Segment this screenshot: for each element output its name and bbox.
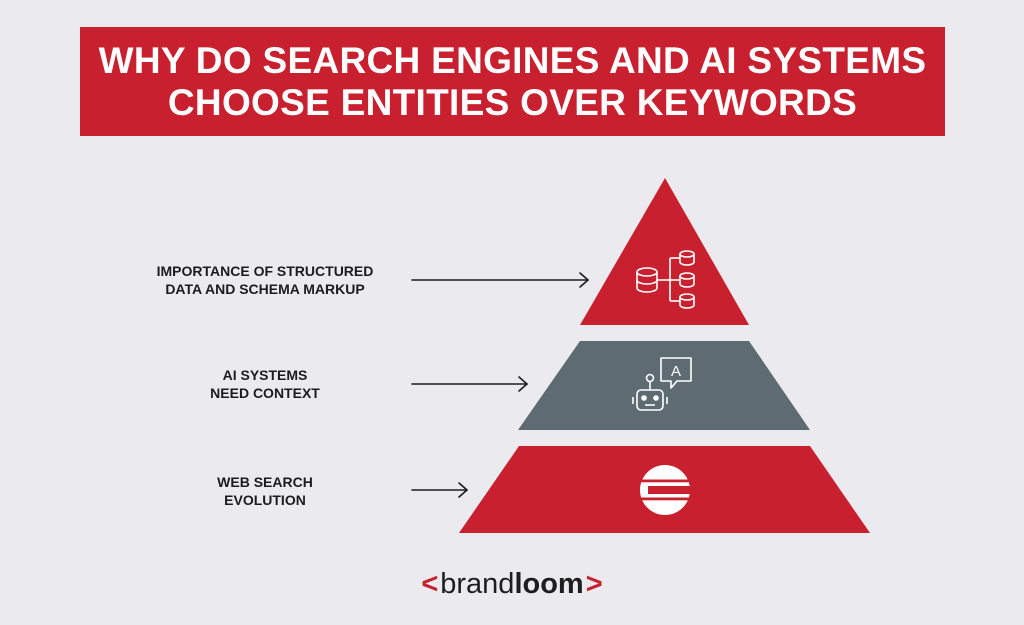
- logo-bracket-right: >: [585, 567, 603, 600]
- robot-chat-icon: [632, 357, 692, 411]
- tier-label-structured-data: IMPORTANCE OF STRUCTURED DATA AND SCHEMA…: [135, 262, 395, 298]
- arrow-ai-context: [411, 376, 528, 392]
- tier-label-ai-context: AI SYSTEMS NEED CONTEXT: [175, 366, 355, 402]
- tier-label-structured-data-line2: DATA AND SCHEMA MARKUP: [165, 281, 365, 297]
- tier-label-web-search-line2: EVOLUTION: [224, 492, 306, 508]
- brandloom-logo: < brand loom >: [0, 566, 1024, 602]
- arrow-structured-data: [411, 272, 589, 288]
- title-banner: WHY DO SEARCH ENGINES AND AI SYSTEMS CHO…: [80, 27, 945, 136]
- pyramid-tier-top: [580, 178, 749, 325]
- evolution-logo-icon: [640, 465, 693, 515]
- arrow-web-search: [411, 482, 468, 498]
- robot-chat-icon-letter: A: [671, 363, 681, 380]
- title-line-1: WHY DO SEARCH ENGINES AND AI SYSTEMS: [98, 39, 927, 81]
- database-hierarchy-icon: [636, 250, 695, 309]
- pyramid-tier-middle: [518, 341, 810, 430]
- logo-text-bold: loom: [514, 567, 584, 600]
- tier-label-web-search-line1: WEB SEARCH: [217, 474, 313, 490]
- tier-label-ai-context-line1: AI SYSTEMS: [222, 367, 308, 383]
- tier-label-structured-data-line1: IMPORTANCE OF STRUCTURED: [156, 263, 374, 279]
- title-line-2: CHOOSE ENTITIES OVER KEYWORDS: [167, 81, 858, 123]
- tier-label-ai-context-line2: NEED CONTEXT: [210, 385, 320, 401]
- logo-bracket-left: <: [421, 567, 439, 600]
- tier-label-web-search: WEB SEARCH EVOLUTION: [175, 473, 355, 509]
- logo-text-light: brand: [440, 567, 515, 600]
